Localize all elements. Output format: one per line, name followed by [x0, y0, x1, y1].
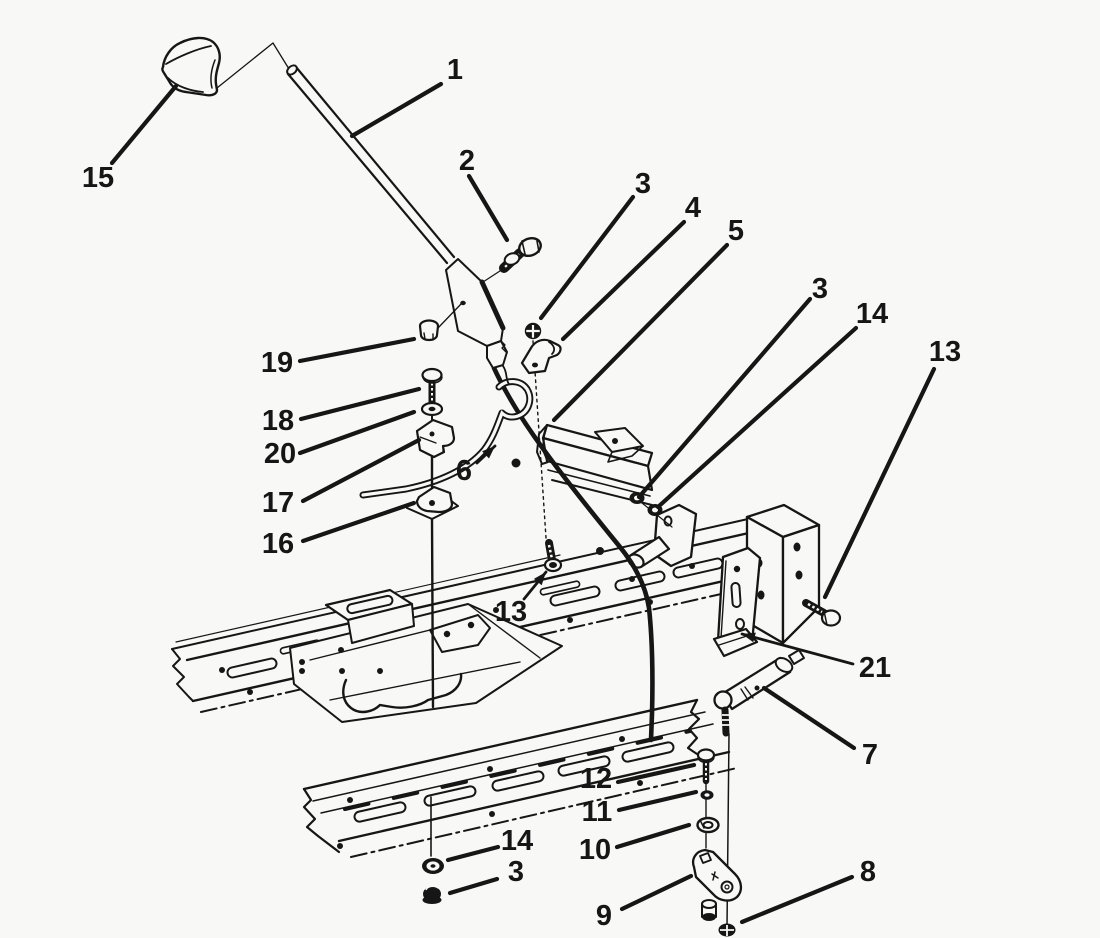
label-5-leader — [551, 242, 730, 423]
label-19: 19 — [261, 347, 293, 379]
label-15: 15 — [82, 162, 114, 194]
bolt-13-right — [802, 599, 842, 627]
rod-top-cap — [286, 64, 298, 76]
bolt-2 — [482, 236, 542, 283]
label-15-leader — [109, 83, 179, 166]
label-14c-leader — [445, 844, 501, 863]
washer-20 — [420, 401, 444, 417]
bracket-16 — [406, 485, 459, 520]
carriage-bolt-head — [596, 547, 604, 555]
label-10-leader — [614, 822, 692, 850]
label-9: 9 — [596, 900, 612, 932]
label-14a-leader — [655, 325, 859, 510]
label-12: 12 — [580, 763, 612, 795]
label-6-arrowhead — [482, 446, 495, 459]
washer-10 — [696, 816, 720, 834]
label-20: 20 — [264, 438, 296, 470]
bracket-17 — [415, 418, 456, 459]
screw-12 — [696, 748, 716, 785]
nut-8 — [718, 923, 736, 937]
label-3d: 3 — [508, 856, 524, 888]
label-13a: 13 — [495, 596, 527, 628]
label-3b-leader — [636, 296, 813, 500]
label-21-arrowhead — [742, 632, 756, 643]
label-2-leader — [466, 173, 510, 243]
label-3d-leader — [447, 876, 500, 896]
nut-3-bottom — [422, 885, 442, 904]
label-7-leader — [761, 685, 857, 751]
label-3a-leader — [538, 194, 636, 321]
shift-rod-lower — [491, 365, 655, 743]
label-4-leader — [560, 219, 687, 342]
label-7: 7 — [862, 739, 878, 771]
center-mount-plate — [289, 458, 604, 723]
label-1: 1 — [447, 54, 463, 86]
nut-3-upper — [524, 322, 547, 539]
rear-rail-rivets — [219, 563, 695, 695]
label-21: 21 — [859, 652, 891, 684]
label-11: 11 — [582, 796, 613, 828]
label-13b: 13 — [929, 336, 961, 368]
mount-fastener-stack — [406, 367, 459, 904]
cross-member-channel — [536, 423, 654, 506]
label-13a-arrowhead — [533, 572, 546, 586]
knob-15 — [161, 36, 221, 97]
label-18-leader — [298, 386, 422, 422]
label-8-leader — [739, 874, 855, 925]
shift-lever-assembly — [161, 36, 562, 539]
label-14a: 14 — [856, 298, 888, 330]
label-12-leader — [615, 762, 697, 785]
label-5: 5 — [728, 215, 744, 247]
assembly-guide-line — [211, 42, 290, 93]
spacer-under-plate — [701, 899, 717, 921]
label-11-leader — [616, 789, 699, 813]
frame-rail-front — [302, 698, 738, 858]
washer-11 — [700, 790, 714, 800]
plate-9 — [692, 848, 743, 902]
washer-14-bottom — [422, 858, 444, 874]
front-rail-rivets — [337, 736, 643, 849]
hook-rod-6 — [359, 365, 534, 499]
label-21-leader — [740, 632, 855, 666]
label-4: 4 — [685, 192, 701, 224]
front-rail-slots — [353, 741, 675, 823]
label-18: 18 — [262, 405, 294, 437]
label-16: 16 — [262, 528, 294, 560]
bolt-18 — [421, 367, 443, 408]
label-17: 17 — [262, 487, 294, 519]
label-14c: 14 — [501, 825, 533, 857]
label-3a: 3 — [635, 168, 651, 200]
label-20-leader — [297, 409, 417, 456]
label-2: 2 — [459, 145, 475, 177]
carriage-bolt-head — [511, 458, 521, 468]
lower-fastener-stack — [692, 748, 743, 937]
label-6: 6 — [456, 455, 472, 487]
clamp-4 — [520, 338, 562, 375]
label-16-leader — [300, 500, 417, 544]
label-13b-leader — [822, 366, 937, 600]
label-17-leader — [300, 437, 422, 504]
label-3b: 3 — [812, 273, 828, 305]
label-19-leader — [297, 336, 417, 364]
label-9-leader — [619, 873, 694, 912]
bolt-13-middle — [543, 539, 563, 573]
lever-plate — [445, 258, 504, 347]
pivot-bracket — [627, 502, 698, 569]
label-10: 10 — [579, 834, 611, 866]
label-1-leader — [349, 81, 444, 139]
label-8: 8 — [860, 856, 876, 888]
nut-19 — [418, 319, 440, 342]
